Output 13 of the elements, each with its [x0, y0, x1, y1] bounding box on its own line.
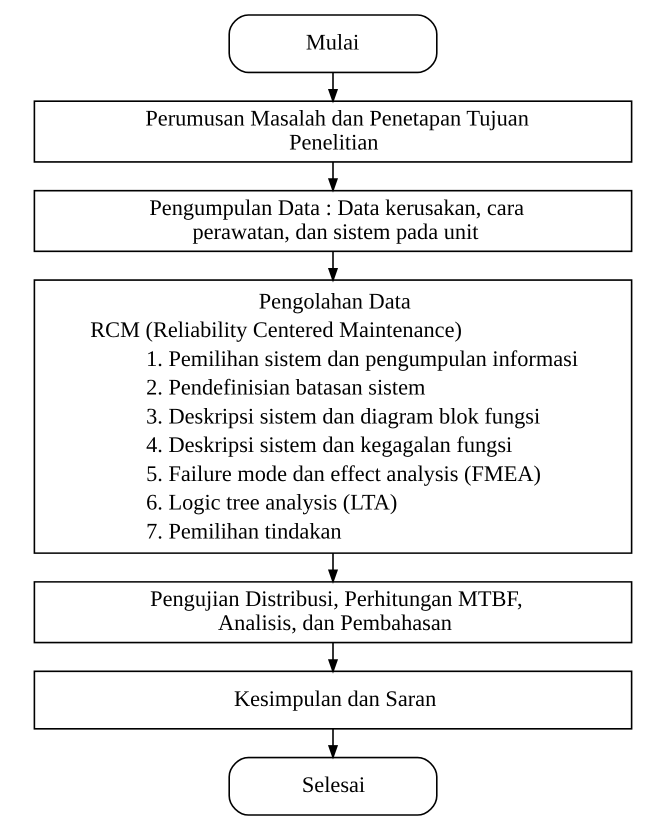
- node-box: Perumusan Masalah dan Penetapan Tujuan Penelitian: [33, 100, 632, 163]
- node-box: Pengolahan Data RCM (Reliability Centered Maintenance) 1. Pemilihan sistem dan pengumpulan informasi 2. Pendefinisian batasan sistem 3. Deskripsi sistem dan diagram blok fungsi 4. Deskripsi sistem dan kegagalan fungsi 5. Failure mode dan effect analysis (FMEA) 6. Logic tree analysis (LTA) 7. Pemilihan tindakan: [33, 279, 632, 554]
- arrow: [327, 553, 338, 584]
- node-box: Kesimpulan dan Saran: [33, 670, 632, 730]
- node-box: Pengumpulan Data : Data kerusakan, cara perawatan, dan sistem pada unit: [33, 190, 632, 252]
- node-box: Pengujian Distribusi, Perhitungan MTBF, Analisis, dan Pembahasan: [33, 581, 632, 644]
- arrow: [327, 728, 338, 760]
- arrow: [327, 162, 338, 193]
- node-box: Mulai: [228, 14, 438, 74]
- arrow: [327, 642, 338, 674]
- arrow: [327, 251, 338, 282]
- node-box: Selesai: [228, 756, 438, 816]
- arrow: [327, 72, 338, 104]
